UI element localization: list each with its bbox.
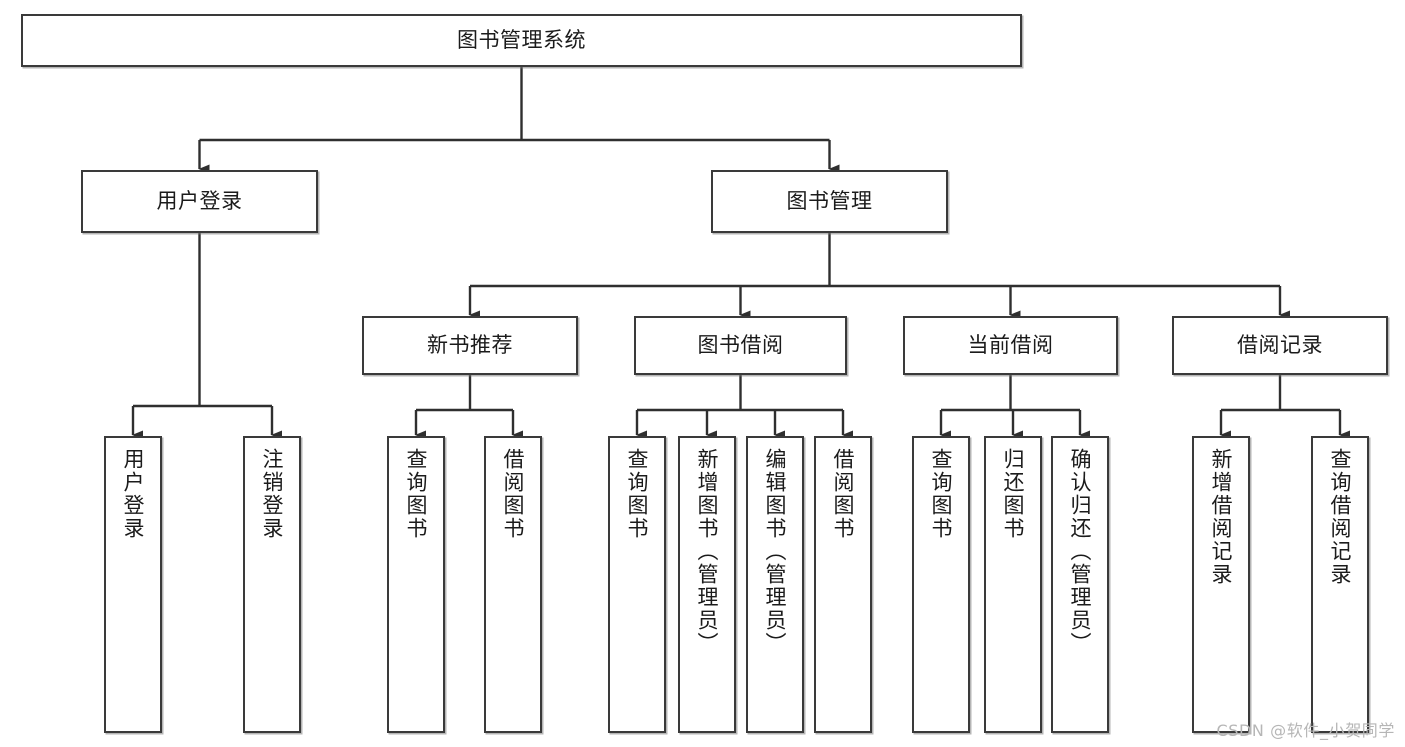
node-newbook[interactable]: 新书推荐 bbox=[362, 316, 578, 375]
node-bookmgmt[interactable]: 图书管理 bbox=[711, 170, 948, 233]
node-label: 借阅图书 bbox=[501, 448, 526, 540]
node-label: 归还图书 bbox=[1001, 448, 1026, 540]
node-l_login[interactable]: 用户登录 bbox=[104, 436, 162, 733]
edge-paths bbox=[131, 67, 1350, 440]
node-label: 查询图书 bbox=[404, 448, 429, 540]
node-l_addrec[interactable]: 新增借阅记录 bbox=[1192, 436, 1250, 733]
node-label: 借阅记录 bbox=[1237, 332, 1323, 357]
node-label: 查询图书 bbox=[625, 448, 650, 540]
node-l_qbook1[interactable]: 查询图书 bbox=[387, 436, 445, 733]
node-label: 借阅图书 bbox=[831, 448, 856, 540]
node-borrow[interactable]: 图书借阅 bbox=[634, 316, 847, 375]
node-label: 新增图书（管理员） bbox=[695, 448, 720, 655]
node-l_qbook3[interactable]: 查询图书 bbox=[912, 436, 970, 733]
node-l_addbook[interactable]: 新增图书（管理员） bbox=[678, 436, 736, 733]
node-l_qrec[interactable]: 查询借阅记录 bbox=[1311, 436, 1369, 733]
node-l_logout[interactable]: 注销登录 bbox=[243, 436, 301, 733]
node-records[interactable]: 借阅记录 bbox=[1172, 316, 1388, 375]
node-label: 新增借阅记录 bbox=[1209, 448, 1234, 586]
node-label: 图书借阅 bbox=[697, 332, 784, 357]
node-label: 查询借阅记录 bbox=[1328, 448, 1353, 586]
node-l_confirm[interactable]: 确认归还（管理员） bbox=[1051, 436, 1109, 733]
node-label: 图书管理 bbox=[786, 188, 873, 213]
node-l_editbook[interactable]: 编辑图书（管理员） bbox=[746, 436, 804, 733]
node-l_bbook1[interactable]: 借阅图书 bbox=[484, 436, 542, 733]
node-label: 编辑图书（管理员） bbox=[763, 448, 788, 655]
node-l_bbook2[interactable]: 借阅图书 bbox=[814, 436, 872, 733]
node-login[interactable]: 用户登录 bbox=[81, 170, 318, 233]
node-label: 当前借阅 bbox=[967, 332, 1054, 357]
node-label: 确认归还（管理员） bbox=[1068, 448, 1093, 655]
watermark-text: CSDN @软件_小贺同学 bbox=[1216, 721, 1395, 740]
node-current[interactable]: 当前借阅 bbox=[903, 316, 1118, 375]
node-label: 注销登录 bbox=[260, 448, 285, 540]
node-label: 新书推荐 bbox=[427, 332, 513, 357]
node-label: 用户登录 bbox=[156, 188, 243, 213]
node-label: 用户登录 bbox=[121, 448, 146, 540]
node-root[interactable]: 图书管理系统 bbox=[21, 14, 1022, 67]
node-l_return[interactable]: 归还图书 bbox=[984, 436, 1042, 733]
node-label: 图书管理系统 bbox=[457, 27, 586, 52]
node-l_qbook2[interactable]: 查询图书 bbox=[608, 436, 666, 733]
node-label: 查询图书 bbox=[929, 448, 954, 540]
